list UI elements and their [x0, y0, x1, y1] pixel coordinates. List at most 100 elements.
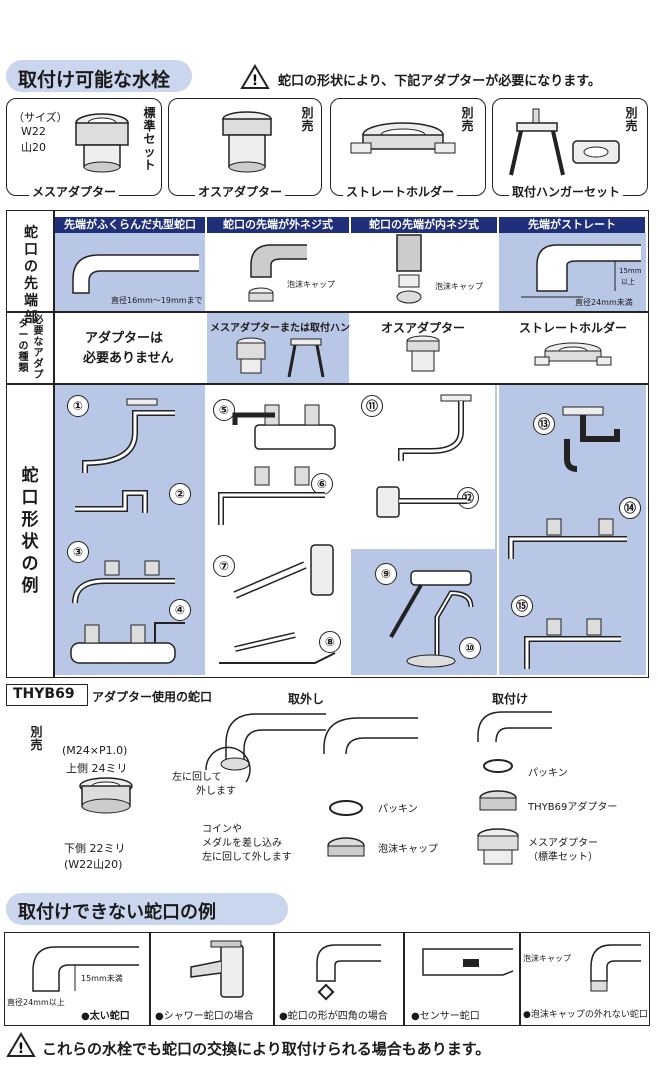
thyb-section: THYB69 アダプター使用の蛇口 別売 (M24×P1.0) 上側 24ミリ … [6, 682, 647, 878]
mesu-or-hanger-icon [236, 337, 325, 378]
footer-note: これらの水栓でも蛇口の交換により取付けられる場合もあります。 [42, 1040, 491, 1058]
hanger-set-icon [509, 108, 620, 176]
square-faucet-icon [316, 944, 381, 1001]
adapter-hanger-box: 別売 取付ハンガーセット [492, 98, 648, 200]
remove-foamcap-label: 泡沫キャップ [378, 844, 438, 855]
shower-label: ●シャワー蛇口の場合 [155, 1011, 254, 1022]
col1-tip-cell: 直径16mm～19mmまで [55, 233, 205, 311]
col1-adapter-cell: アダプターは 必要ありません [55, 313, 205, 383]
attach-mesu-label: メスアダプター [528, 838, 598, 849]
internal-thread-faucet-icon [396, 234, 422, 304]
straight-holder-icon [350, 122, 456, 154]
remove-title: 取外し [288, 692, 325, 706]
attach-packing-label: パッキン [528, 768, 568, 779]
osu-adapter-small-icon [406, 335, 440, 372]
straight-holder-label: ストレートホルダー [343, 183, 458, 200]
thick-faucet-icon [32, 946, 139, 992]
row-label-tip: 蛇口の先端部 [24, 225, 38, 326]
sensor-faucet-icon [422, 948, 514, 976]
coin-note-2: メダルを差し込み [202, 838, 282, 849]
adapter-mesu-box: （サイズ） W22 山20 標準セット メスアダプター [6, 98, 162, 200]
remove-note-1: 左に回して [172, 772, 222, 783]
bad-faucet-5: 泡沫キャップ ●泡沫キャップの外れない蛇口 [520, 932, 650, 1026]
fixed-foam-cap-faucet-icon [590, 944, 641, 992]
thyb-spec-bottom2: (W22山20) [64, 858, 123, 871]
example-13: ⑬ [533, 413, 555, 435]
foam-cap-note: 泡沫キャップ [287, 280, 335, 289]
no-adapter-line1: アダプターは [85, 331, 164, 346]
coin-note-1: コインや [202, 824, 242, 835]
svg-text:!: ! [18, 1041, 24, 1057]
thick-note-1: 15mm未満 [81, 974, 123, 983]
osu-adapter-label: オスアダプター [195, 183, 286, 200]
square-label: ●蛇口の形が四角の場合 [279, 1011, 388, 1022]
col-header-round: 先端がふくらんだ丸型蛇口 [55, 217, 205, 233]
warning-text: 蛇口の形状により、下記アダプターが必要になります。 [278, 74, 601, 89]
section2-title-pill: 取付けできない蛇口の例 [6, 893, 288, 925]
row-divider [7, 311, 648, 313]
fixed-foam-label: ●泡沫キャップの外れない蛇口 [523, 1010, 648, 1020]
spec-yama20: 山20 [21, 141, 46, 154]
thyb-code: THYB69 [13, 686, 75, 702]
faucet-illustrations-col3b [389, 570, 474, 668]
example-8: ⑧ [319, 631, 341, 653]
section2-title: 取付けできない蛇口の例 [18, 902, 216, 923]
tip-15mm: 15mm [619, 267, 642, 275]
round-tip-note: 直径16mm～19mmまで [111, 296, 203, 305]
col2-example-cell: ⑤ ⑥ ⑦ ⑧ [207, 385, 349, 675]
attach-mesu-label-2: （標準セット） [528, 852, 598, 863]
thyb-title: アダプター使用の蛇口 [92, 690, 213, 704]
adapter-osu-box: 別売 オスアダプター [168, 98, 322, 200]
col4-example-cell: ⑬ ⑭ ⑮ [499, 385, 646, 675]
attach-parts-icon [477, 711, 552, 865]
warning-icon: ! [240, 64, 270, 89]
sensor-label: ●センサー蛇口 [411, 1011, 480, 1022]
straight-holder-small-icon [534, 342, 612, 366]
hanger-set-label: 取付ハンガーセット [509, 183, 624, 200]
attach-thyb-label: THYB69アダプター [528, 802, 618, 813]
thyb-tag: 別売 [30, 725, 43, 752]
example-1: ① [67, 395, 89, 417]
col1-example-cell: ① ② ③ ④ [55, 385, 205, 675]
col-divider [53, 211, 55, 677]
male-adapter-icon [222, 111, 272, 173]
spec-label: （サイズ） [13, 111, 68, 124]
col3-example-cell: ⑪ ⑫ ⑨ ⑩ [351, 385, 497, 675]
section-title: 取付け可能な水栓 [18, 69, 171, 91]
standard-set-tag: 標準セット [143, 106, 156, 172]
bad-faucet-1: 15mm未満 直径24mm以上 ●太い蛇口 [4, 932, 150, 1026]
thick-label: ●太い蛇口 [81, 1011, 130, 1022]
example-4: ④ [169, 599, 191, 621]
compatibility-table: 蛇口の先端部 必要なアダプ ターの種類 蛇口形状の例 先端がふくらんだ丸型蛇口 … [6, 210, 649, 678]
col3-tip-cell: 泡沫キャップ [351, 233, 497, 311]
col2-tip-cell: 泡沫キャップ [207, 233, 349, 311]
row-label-adapter-2: ターの種類 [18, 319, 29, 374]
col2-adapter-name: メスアダプターまたは取付ハンガー [210, 323, 370, 334]
bad-faucet-4: ●センサー蛇口 [404, 932, 520, 1026]
row-label-adapter-1: 必要なアダプ [33, 315, 44, 381]
example-2: ② [169, 483, 191, 505]
col3-example-white: ⑪ ⑫ [351, 385, 495, 549]
svg-text:!: ! [252, 73, 258, 89]
bad-faucet-3: ●蛇口の形が四角の場合 [274, 932, 404, 1026]
foam-cap-note: 泡沫キャップ [523, 954, 571, 963]
external-thread-faucet-icon [248, 244, 307, 302]
bad-faucet-2: ●シャワー蛇口の場合 [150, 932, 274, 1026]
col4-adapter-name: ストレートホルダー [519, 321, 628, 335]
thyb-spec-top: (M24×P1.0) [62, 744, 128, 757]
thyb-adapter-icon [79, 777, 133, 814]
thyb-spec-top2: 上側 24ミリ [66, 762, 128, 775]
round-faucet-icon [72, 254, 199, 294]
remove-faucet-icon [205, 713, 326, 783]
sold-separately-tag: 別売 [301, 106, 314, 133]
female-adapter-icon [75, 113, 129, 173]
faucet-illustrations [70, 398, 185, 664]
example-15: ⑮ [511, 595, 533, 617]
example-7: ⑦ [213, 555, 235, 577]
example-10: ⑩ [459, 637, 481, 659]
col-header-straight: 先端がストレート [499, 217, 645, 233]
example-9: ⑨ [375, 563, 397, 585]
col-header-internal-thread: 蛇口の先端が内ネジ式 [351, 217, 497, 233]
col3-adapter-cell: オスアダプター [351, 313, 497, 383]
sold-separately-tag: 別売 [625, 106, 638, 133]
